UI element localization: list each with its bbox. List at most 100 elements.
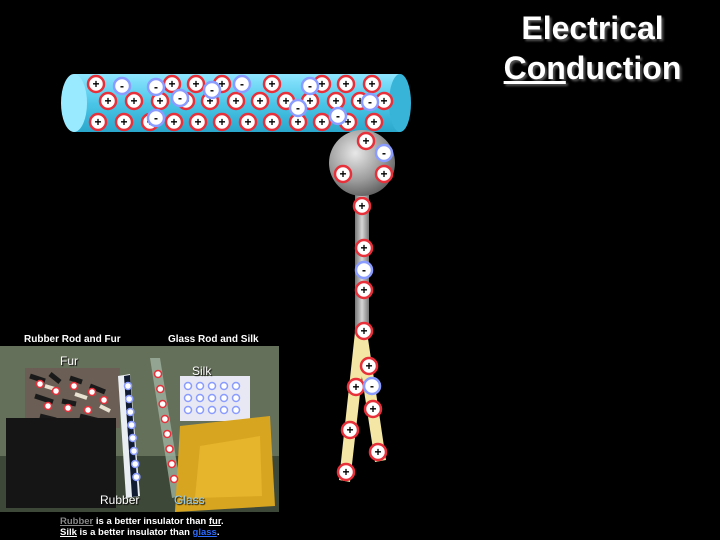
title-underlined-part: Con: [503, 50, 566, 86]
positive-charge: [238, 112, 258, 132]
positive-charge-symbol: +: [346, 423, 353, 437]
positive-charge: [188, 112, 208, 132]
silk-negative-charge: [219, 393, 229, 403]
positive-charge-symbol: +: [360, 283, 367, 297]
negative-charge-symbol: -: [368, 95, 372, 109]
positive-charge: [226, 91, 246, 111]
positive-charge: [333, 164, 353, 184]
positive-charge-symbol: +: [194, 115, 201, 129]
silk-negative-charge: [207, 381, 217, 391]
fur-positive-charge: [63, 403, 73, 413]
title-line-1: Electrical: [521, 10, 664, 46]
negative-charge-symbol: -: [336, 109, 340, 123]
glass-silk-heading: Glass Rod and Silk: [168, 334, 259, 345]
negative-charge: [374, 143, 394, 163]
positive-charge-symbol: +: [360, 324, 367, 338]
demonstration-photo: Fur Silk Rubber Glass: [0, 346, 279, 512]
rubber-rod-negative-charge: [123, 381, 133, 391]
negative-charge-symbol: -: [240, 77, 244, 91]
positive-charge: [356, 131, 376, 151]
negative-charge-symbol: -: [362, 263, 366, 277]
positive-charge-symbol: +: [206, 94, 213, 108]
positive-charge-symbol: +: [218, 77, 225, 91]
rubber-rod-negative-charge: [126, 407, 135, 417]
negative-charge: [328, 106, 348, 126]
positive-charge-symbol: +: [360, 241, 367, 255]
positive-charge-symbol: +: [374, 445, 381, 459]
silk-negative-charge: [231, 381, 241, 391]
positive-charge-symbol: +: [339, 167, 346, 181]
positive-charge: [262, 112, 282, 132]
fur-positive-charge: [51, 386, 61, 396]
negative-charge-symbol: -: [210, 83, 214, 97]
fur-positive-charge: [35, 379, 45, 389]
negative-charge-symbol: -: [382, 146, 386, 160]
positive-charge-symbol: +: [268, 115, 275, 129]
silk-negative-charge: [183, 381, 193, 391]
glass-rod-positive-charge: [160, 414, 170, 424]
positive-charge-symbol: +: [282, 94, 289, 108]
silk-negative-charge: [207, 393, 217, 403]
positive-charge: [250, 91, 270, 111]
negative-charge-symbol: -: [308, 79, 312, 93]
electroscope-leaf-left: [339, 332, 367, 482]
positive-charge-symbol: +: [356, 94, 363, 108]
caption-text-2: is a better insulator than: [76, 527, 193, 538]
fur-positive-charge: [69, 381, 79, 391]
silk-negative-charge: [231, 393, 241, 403]
caption-fur: fur: [208, 516, 221, 527]
fur-positive-charge: [99, 395, 109, 405]
positive-charge: [336, 74, 356, 94]
positive-charge-symbol: +: [244, 115, 251, 129]
positive-charge-symbol: +: [342, 465, 349, 479]
positive-charge-symbol: +: [306, 94, 313, 108]
positive-charge-symbol: +: [369, 402, 376, 416]
positive-charge: [124, 91, 144, 111]
positive-charge-symbol: +: [358, 199, 365, 213]
negative-charge: [146, 108, 166, 128]
positive-charge: [98, 91, 118, 111]
silk-negative-charge: [231, 405, 241, 415]
caption-text-1: is a better insulator than: [93, 516, 209, 527]
negative-charge: [354, 260, 374, 280]
charge-markers: ++++++++++++++++++++++++++++++++++++++++…: [86, 74, 394, 482]
positive-charge-symbol: +: [256, 94, 263, 108]
electroscope-leaf-right: [355, 332, 386, 462]
photo-illustration: [0, 346, 279, 512]
positive-charge: [340, 420, 360, 440]
positive-charge-symbol: +: [92, 77, 99, 91]
rubber-fur-heading: Rubber Rod and Fur: [24, 334, 121, 345]
positive-charge-symbol: +: [168, 77, 175, 91]
rubber-rod-negative-charge: [128, 433, 138, 443]
positive-charge-symbol: +: [156, 94, 163, 108]
rubber-rod-negative-charge: [130, 459, 140, 469]
rod-end-cap: [61, 74, 87, 132]
fur-positive-charge: [83, 405, 93, 415]
positive-charge: [164, 112, 184, 132]
rubber-rod-negative-charge: [127, 420, 136, 430]
glass-rod-positive-charge: [167, 459, 177, 469]
positive-charge: [354, 321, 374, 341]
positive-charge-symbol: +: [380, 167, 387, 181]
positive-charge: [368, 442, 388, 462]
silk-negative-charge: [195, 405, 205, 415]
negative-charge: [170, 88, 190, 108]
silk-negative-charge: [195, 381, 205, 391]
title-rest-part: duction: [565, 50, 682, 86]
positive-charge: [363, 399, 383, 419]
silk-negative-charge: [219, 381, 229, 391]
negative-charge: [288, 98, 308, 118]
silk-negative-charge: [183, 405, 193, 415]
positive-charge-symbol: +: [170, 115, 177, 129]
positive-charge-symbol: +: [362, 134, 369, 148]
silk-negative-charge: [219, 405, 229, 415]
rubber-rod-negative-charge: [124, 394, 134, 404]
positive-charge: [86, 74, 106, 94]
positive-charge-symbol: +: [342, 77, 349, 91]
caption-rubber: Rubber: [60, 516, 94, 527]
fur-label: Fur: [60, 354, 78, 368]
negative-charge-symbol: -: [154, 111, 158, 125]
positive-charge-symbol: +: [218, 115, 225, 129]
positive-charge: [212, 112, 232, 132]
glass-rod-positive-charge: [158, 399, 167, 409]
